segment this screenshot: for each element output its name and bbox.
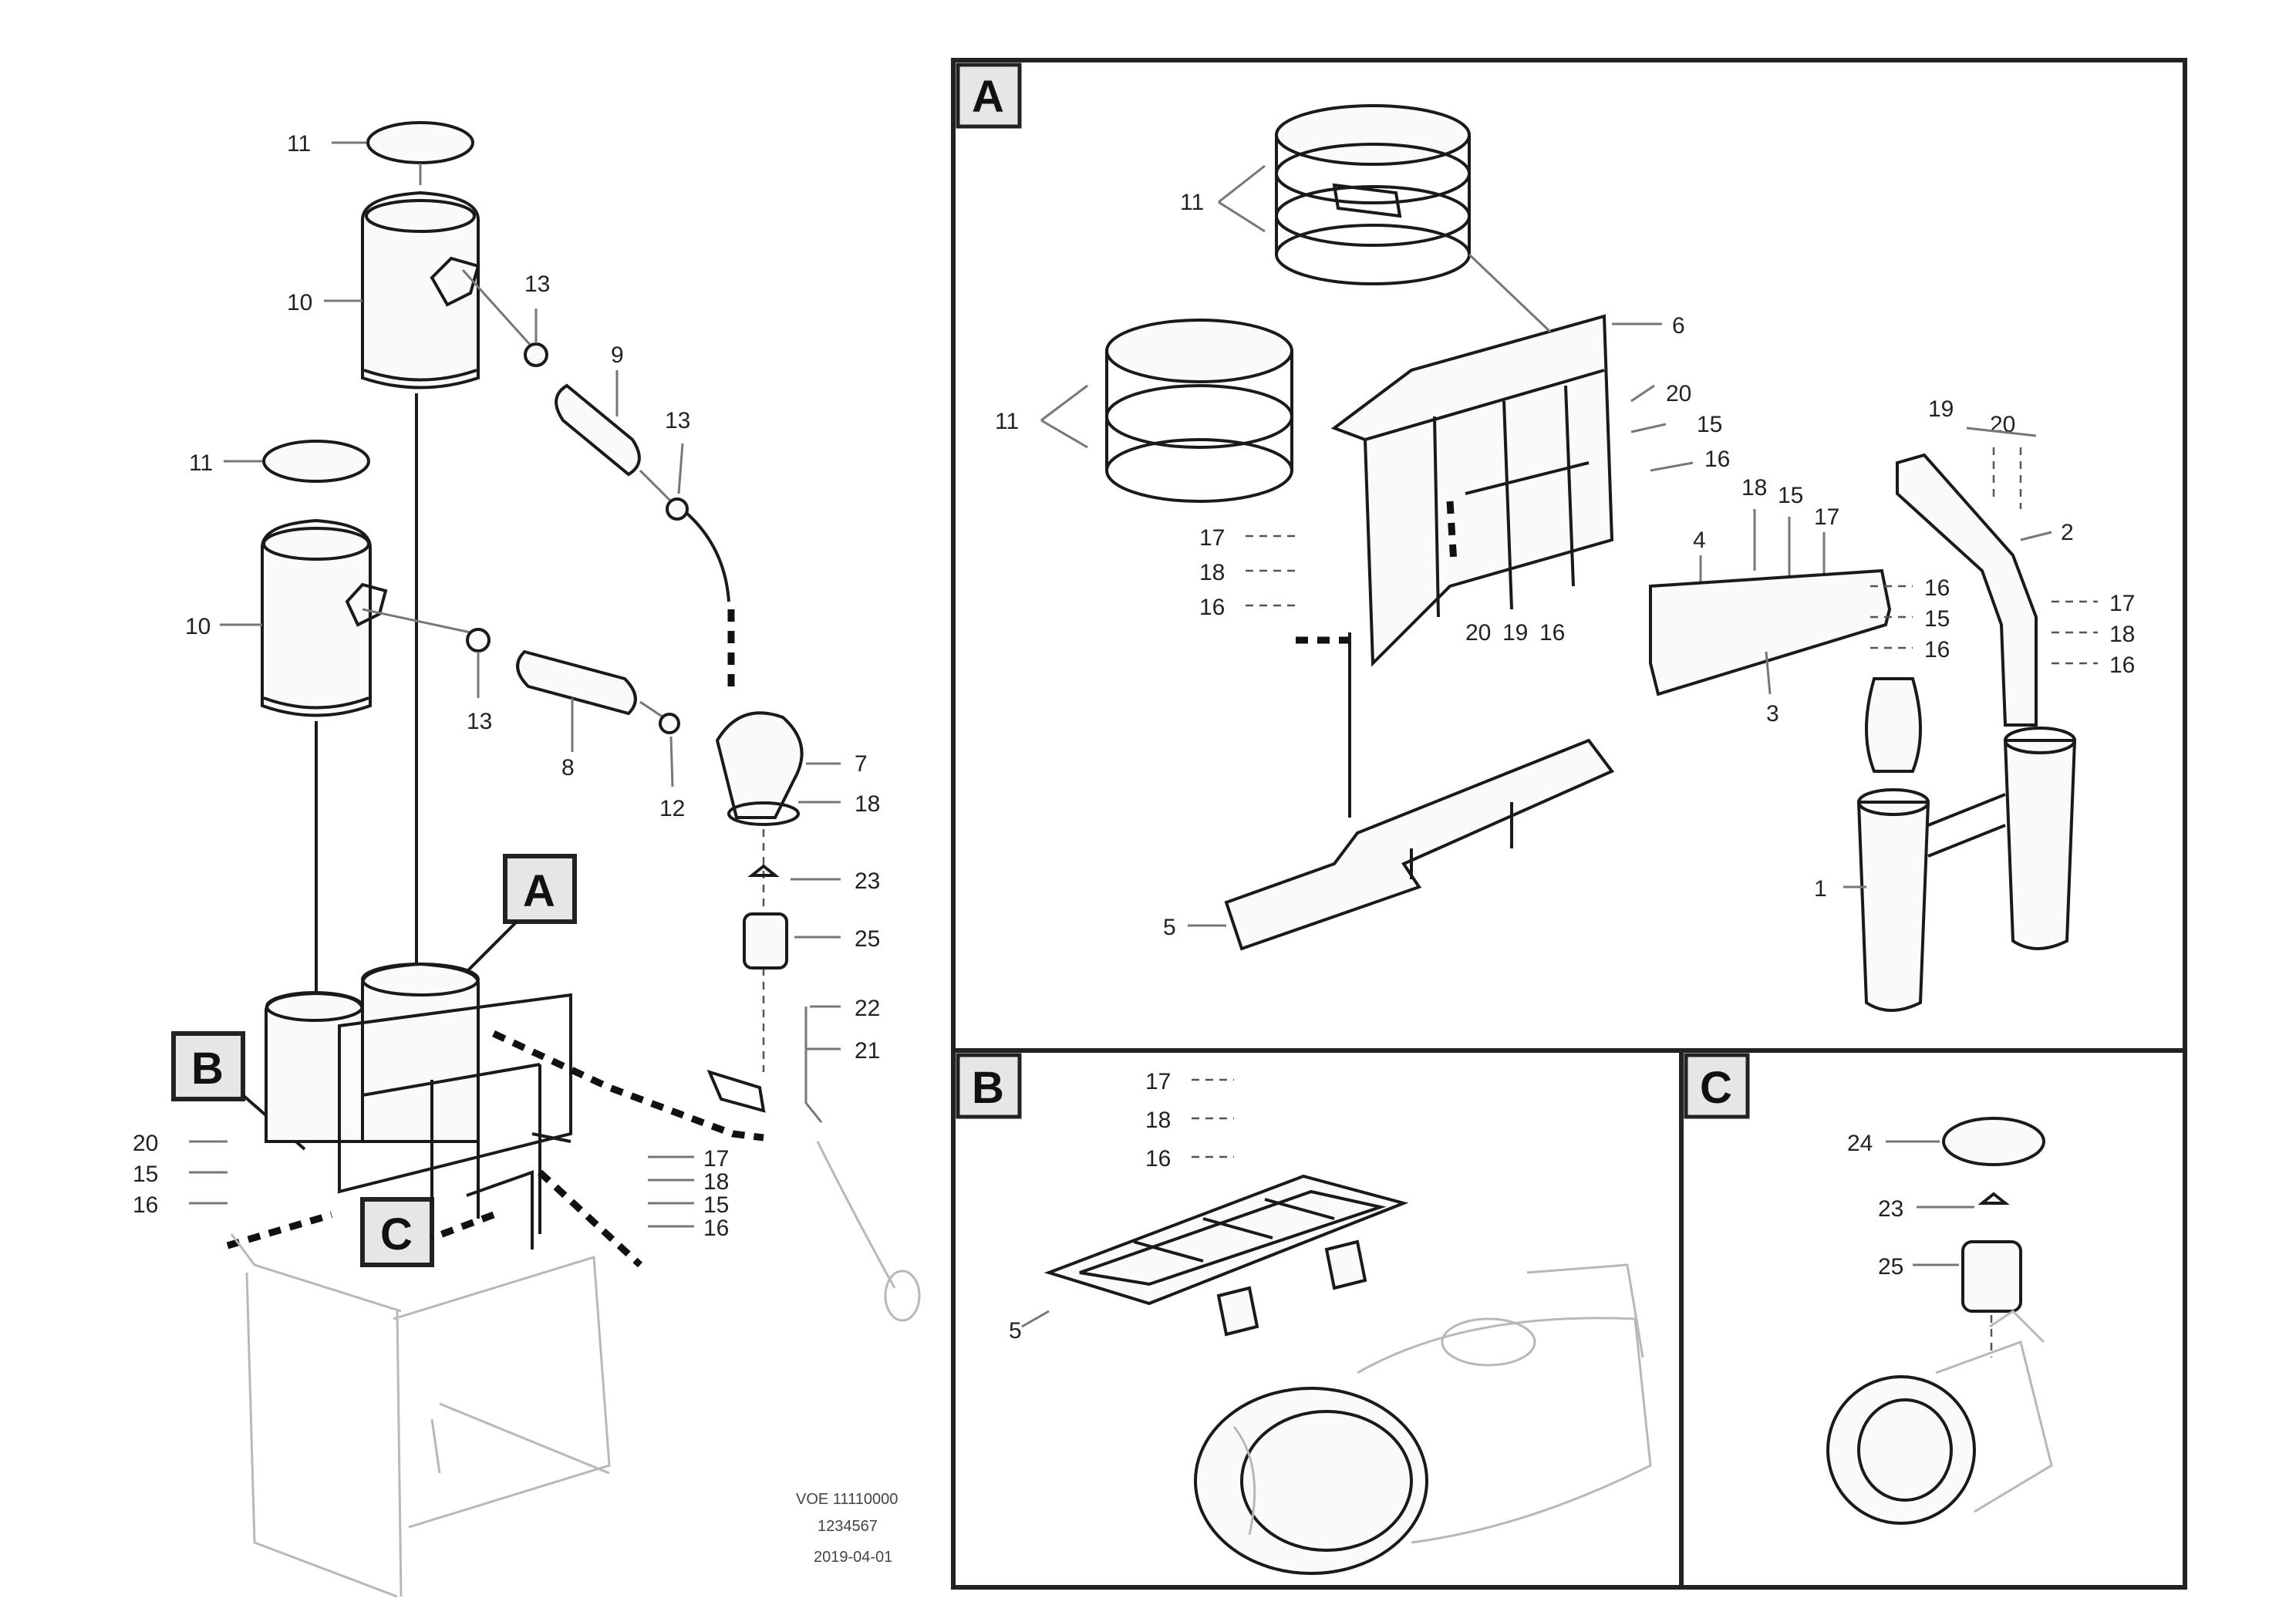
callout-16-a-right: 16 <box>2109 653 2135 678</box>
callout-18-a-row: 18 <box>1741 475 1767 501</box>
filter-cap-11-top <box>366 121 474 164</box>
callout-11-second: 11 <box>189 450 213 476</box>
callout-23-main: 23 <box>855 868 880 894</box>
callout-15-right: 15 <box>703 1192 729 1218</box>
callout-13-lower: 13 <box>467 709 492 734</box>
callout-16-b: 16 <box>1145 1146 1171 1172</box>
svg-text:A: A <box>523 866 555 916</box>
callout-18-b: 18 <box>1145 1108 1171 1133</box>
clamp-ring-11-a1 <box>1275 104 1471 166</box>
detail-a: A 11 11 6 20 15 16 <box>956 62 2135 1012</box>
main-exploded-view: 11 10 11 10 13 9 13 <box>133 121 921 1598</box>
filter-canister-10-second <box>261 518 372 717</box>
cap-24-c <box>1942 1117 2045 1166</box>
filter-element-25 <box>743 912 788 969</box>
callout-19-a-top: 19 <box>1928 396 1954 422</box>
callout-7: 7 <box>855 751 868 777</box>
callout-15-a: 15 <box>1697 412 1722 437</box>
leg-1-left <box>1856 801 1930 1012</box>
callout-18-a: 18 <box>1199 560 1225 585</box>
callout-16-a-left: 16 <box>1199 595 1225 620</box>
callout-12: 12 <box>659 796 685 821</box>
marker-c-detail <box>1684 1053 1750 1119</box>
callout-15-a-row: 15 <box>1778 483 1803 508</box>
hose-8-lower <box>516 649 637 716</box>
filter-canister-10-top <box>361 191 480 389</box>
callout-11-top: 11 <box>287 131 311 157</box>
callout-2: 2 <box>2061 520 2074 545</box>
marker-a-detail <box>956 62 1022 129</box>
callout-8-lower: 8 <box>561 755 575 781</box>
detail-b: B 17 18 16 5 <box>956 1053 1652 1575</box>
callout-16-left: 16 <box>133 1192 158 1218</box>
callout-16-a: 16 <box>1704 447 1730 472</box>
callout-25-main: 25 <box>855 926 880 952</box>
callout-17-a-right: 17 <box>2109 591 2135 616</box>
callout-22-main: 22 <box>855 996 880 1021</box>
clamp-ring-11-a2 <box>1105 319 1293 383</box>
callout-15-left: 15 <box>133 1162 158 1187</box>
hose-9-upper <box>555 383 641 477</box>
svg-text:A: A <box>972 72 1004 122</box>
callout-10-top: 10 <box>287 290 312 315</box>
callout-15-a-mid: 15 <box>1924 606 1950 632</box>
detail-c: C 24 23 25 <box>1684 1053 2053 1525</box>
callout-17-right: 17 <box>703 1146 729 1172</box>
callout-5: 5 <box>1163 915 1176 940</box>
marker-c-main <box>360 1197 434 1267</box>
footer-line2: 1234567 <box>818 1518 878 1535</box>
callout-17-a-row: 17 <box>1814 504 1839 530</box>
crossbar-3 <box>1649 568 1892 696</box>
callout-18-elbow: 18 <box>855 791 880 817</box>
callout-21-main: 21 <box>855 1038 880 1064</box>
marker-a-main <box>503 854 577 924</box>
callout-16-a-mid2: 16 <box>1924 637 1950 663</box>
bracket-6 <box>1330 314 1614 667</box>
svg-text:B: B <box>191 1044 224 1094</box>
callout-16-a-bottom: 16 <box>1539 620 1565 646</box>
callout-18-a-right: 18 <box>2109 622 2135 647</box>
callout-20-a-bottom: 20 <box>1465 620 1491 646</box>
callout-16-a-mid1: 16 <box>1924 575 1950 601</box>
callout-25-c: 25 <box>1878 1254 1903 1280</box>
callout-4-a: 4 <box>1693 528 1706 553</box>
filter-cap-11-second <box>262 440 370 483</box>
svg-text:B: B <box>972 1063 1004 1113</box>
callout-24-c: 24 <box>1847 1131 1873 1156</box>
callout-11-a-left: 11 <box>995 409 1019 434</box>
detail-frame-outer <box>951 58 2187 1590</box>
rack-5-b <box>1043 1174 1409 1306</box>
callout-20-left: 20 <box>133 1131 158 1156</box>
callout-6: 6 <box>1672 313 1685 339</box>
callout-18-right: 18 <box>703 1169 729 1195</box>
svg-text:C: C <box>380 1209 413 1259</box>
marker-b-main <box>171 1031 245 1101</box>
callout-19-a: 19 <box>1502 620 1528 646</box>
svg-text:C: C <box>1700 1063 1732 1113</box>
callout-1: 1 <box>1814 876 1827 902</box>
callout-5-b: 5 <box>1009 1318 1022 1344</box>
callout-10-second: 10 <box>185 614 211 639</box>
callout-17-a: 17 <box>1199 525 1225 551</box>
arm-2 <box>1896 453 2038 727</box>
tray-5 <box>1224 738 1615 951</box>
filter-element-25-c <box>1961 1240 2022 1313</box>
leg-1-right <box>2003 739 2077 950</box>
marker-b-detail <box>956 1053 1022 1119</box>
callout-17-b: 17 <box>1145 1069 1171 1094</box>
elbow-7 <box>715 711 804 819</box>
callout-3: 3 <box>1766 701 1779 727</box>
footer-line3: 2019-04-01 <box>814 1549 892 1566</box>
callout-9-upper: 9 <box>611 342 624 368</box>
callout-20-a: 20 <box>1666 381 1691 406</box>
footer-line1: VOE 11110000 <box>796 1491 898 1508</box>
callout-13-upper-right: 13 <box>665 408 690 433</box>
callout-11-a-top: 11 <box>1180 190 1204 215</box>
callout-23-c: 23 <box>1878 1196 1903 1222</box>
callout-16-right: 16 <box>703 1216 729 1241</box>
callout-13-upper: 13 <box>524 271 550 297</box>
